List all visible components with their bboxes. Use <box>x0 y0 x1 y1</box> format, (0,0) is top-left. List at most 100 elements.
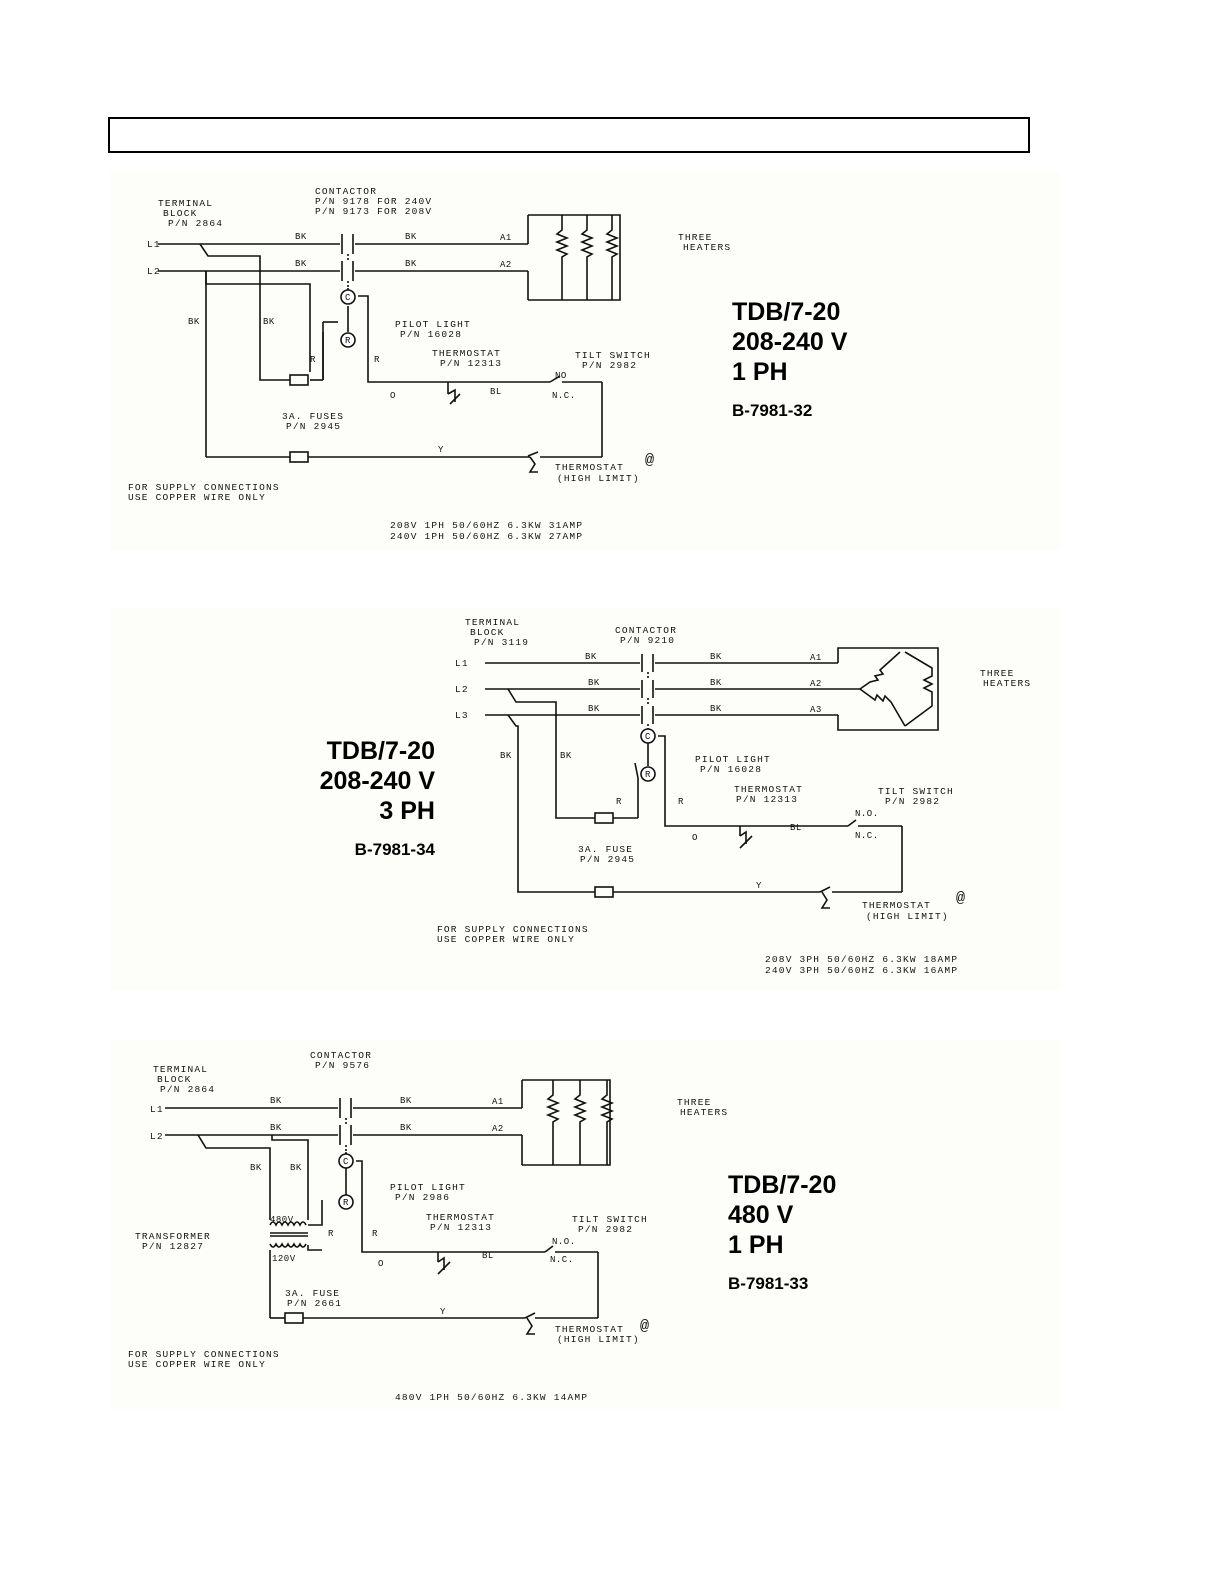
d2-wire-bk-2: BK <box>710 652 722 662</box>
d3-at-symbol: @ <box>640 1318 649 1335</box>
d3-transformer-1: TRANSFORMER <box>135 1231 211 1242</box>
d2-pilot-1: PILOT LIGHT <box>695 754 771 765</box>
d3-tilt-2: P/N 2982 <box>578 1224 633 1235</box>
d3-wire-bl: BL <box>482 1251 494 1261</box>
d1-wire-y: Y <box>438 445 444 455</box>
d2-wire-bk-7: BK <box>500 751 512 761</box>
d2-heaters-1: THREE <box>980 668 1015 679</box>
d2-tilt-1: TILT SWITCH <box>878 786 954 797</box>
d2-wire-bk-8: BK <box>560 751 572 761</box>
d3-pilot-1: PILOT LIGHT <box>390 1182 466 1193</box>
d3-part-number: B-7981-33 <box>728 1274 809 1293</box>
d2-line-l1: L1 <box>455 658 469 669</box>
diagram-2-panel: C R TERMINAL BLOCK P/N 3119 CONTACTOR P/… <box>110 608 1060 990</box>
d2-wire-no: N.O. <box>855 809 879 819</box>
d3-highlimit-2: (HIGH LIMIT) <box>557 1334 640 1345</box>
d1-terminal-2: BLOCK <box>163 208 198 219</box>
d2-fuse-1: 3A. FUSE <box>578 844 633 855</box>
d3-highlimit-1: THERMOSTAT <box>555 1324 624 1335</box>
d2-pilot-2: P/N 16028 <box>700 764 762 775</box>
d2-coil-label: C <box>645 732 651 742</box>
d2-wire-r-2: R <box>678 797 684 807</box>
d3-transformer-2: P/N 12827 <box>142 1241 204 1252</box>
d1-wire-bl: BL <box>490 387 502 397</box>
d2-wire-bk-5: BK <box>588 704 600 714</box>
d2-wire-r-1: R <box>616 797 622 807</box>
d2-wire-bk-6: BK <box>710 704 722 714</box>
d3-fuse-2: P/N 2661 <box>287 1298 342 1309</box>
d1-tilt-1: TILT SWITCH <box>575 350 651 361</box>
d1-pilot-1: PILOT LIGHT <box>395 319 471 330</box>
d3-wire-o: O <box>378 1259 384 1269</box>
d3-supply-2: USE COPPER WIRE ONLY <box>128 1359 266 1370</box>
d2-voltage: 208-240 V <box>319 767 435 795</box>
d3-tap-low: 120V <box>272 1254 296 1264</box>
d2-thermostat-2: P/N 12313 <box>736 794 798 805</box>
d1-part-number: B-7981-32 <box>732 401 813 420</box>
d3-thermostat-1: THERMOSTAT <box>426 1212 495 1223</box>
d2-wire-y: Y <box>756 881 762 891</box>
d3-contactor-2: P/N 9576 <box>315 1060 370 1071</box>
d3-heaters-2: HEATERS <box>680 1107 728 1118</box>
d2-part-number: B-7981-34 <box>354 840 435 859</box>
d1-heaters-1: THREE <box>678 232 713 243</box>
d3-pilot-2: P/N 2986 <box>395 1192 450 1203</box>
d1-wire-bk-6: BK <box>263 317 275 327</box>
d3-voltage: 480 V <box>728 1201 794 1229</box>
d1-wire-r-2: R <box>374 355 380 365</box>
d3-phase: 1 PH <box>728 1231 784 1259</box>
d1-pilot-2: P/N 16028 <box>400 329 462 340</box>
d1-wire-no: NO <box>555 371 567 381</box>
d2-highlimit-2: (HIGH LIMIT) <box>866 911 949 922</box>
d3-wire-r-1: R <box>328 1229 334 1239</box>
d1-heaters-2: HEATERS <box>683 242 731 253</box>
d1-contactor-3: P/N 9173 FOR 208V <box>315 206 432 217</box>
diagram-2-schematic: C R TERMINAL BLOCK P/N 3119 CONTACTOR P/… <box>437 617 1031 976</box>
d1-wire-bk-5: BK <box>188 317 200 327</box>
d1-at-symbol: @ <box>645 452 654 469</box>
d1-tilt-2: P/N 2982 <box>582 360 637 371</box>
d3-rating-1: 480V 1PH 50/60HZ 6.3KW 14AMP <box>395 1392 588 1403</box>
d3-wire-r-2: R <box>372 1229 378 1239</box>
d2-rating-2: 240V 3PH 50/60HZ 6.3KW 16AMP <box>765 965 958 976</box>
d2-wire-bl: BL <box>790 823 802 833</box>
d1-wire-nc: N.C. <box>552 391 576 401</box>
d1-fuse-2: P/N 2945 <box>286 421 341 432</box>
d3-line-l2: L2 <box>150 1131 164 1142</box>
d2-wire-a2: A2 <box>810 679 822 689</box>
d3-model-block: TDB/7-20 480 V 1 PH B-7981-33 <box>728 1170 836 1294</box>
d3-wire-bk-2: BK <box>400 1096 412 1106</box>
d1-voltage: 208-240 V <box>732 328 848 356</box>
d1-wire-o: O <box>390 391 396 401</box>
d1-highlimit-2: (HIGH LIMIT) <box>557 473 640 484</box>
d2-wire-bk-3: BK <box>588 678 600 688</box>
d2-wire-o: O <box>692 833 698 843</box>
d3-supply-1: FOR SUPPLY CONNECTIONS <box>128 1349 280 1360</box>
d2-contactor-1: CONTACTOR <box>615 625 677 636</box>
d1-rating-1: 208V 1PH 50/60HZ 6.3KW 31AMP <box>390 520 583 531</box>
d2-rating-1: 208V 3PH 50/60HZ 6.3KW 18AMP <box>765 954 958 965</box>
d1-model: TDB/7-20 <box>732 298 841 326</box>
d3-tap-high: 480V <box>270 1215 294 1225</box>
d1-wire-bk-4: BK <box>405 259 417 269</box>
header-box <box>108 117 1030 153</box>
d3-line-l1: L1 <box>150 1104 164 1115</box>
d3-contactor-1: CONTACTOR <box>310 1050 372 1061</box>
d1-fuse-1: 3A. FUSES <box>282 411 344 422</box>
d2-model: TDB/7-20 <box>326 737 435 765</box>
d2-heaters-2: HEATERS <box>983 678 1031 689</box>
d1-line-l1: L1 <box>147 239 161 250</box>
d3-wire-no: N.O. <box>552 1237 576 1247</box>
d3-wire-y: Y <box>440 1307 446 1317</box>
d1-thermostat-2: P/N 12313 <box>440 358 502 369</box>
diagram-1-schematic: C R TERMINAL BLOCK P/N 2864 CONTACTOR P/… <box>128 186 731 542</box>
d2-thermostat-1: THERMOSTAT <box>734 784 803 795</box>
d3-wire-bk-5: BK <box>250 1163 262 1173</box>
d3-wire-bk-6: BK <box>290 1163 302 1173</box>
d1-supply-2: USE COPPER WIRE ONLY <box>128 492 266 503</box>
d2-fuse-2: P/N 2945 <box>580 854 635 865</box>
d1-wire-a1: A1 <box>500 233 512 243</box>
d2-model-block: TDB/7-20 208-240 V 3 PH B-7981-34 <box>290 736 435 860</box>
d3-thermostat-2: P/N 12313 <box>430 1222 492 1233</box>
d1-terminal-1: TERMINAL <box>158 198 213 209</box>
